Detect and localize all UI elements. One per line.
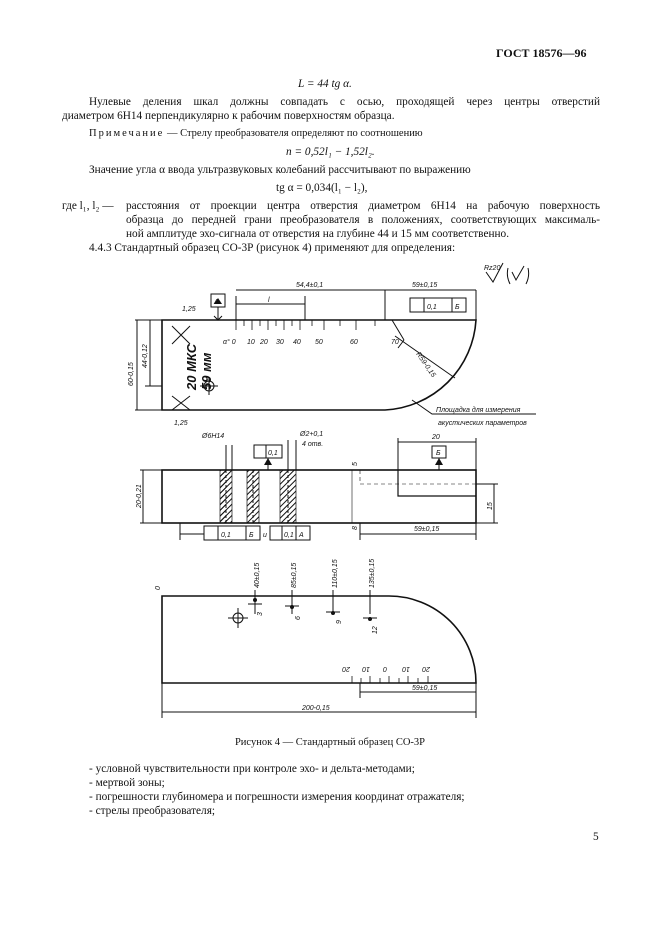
dim-right: 15	[487, 502, 494, 510]
dim-chamfer-b: 1,25	[174, 420, 188, 427]
where-line1: расстояния от проекции центра отверстия …	[126, 200, 600, 212]
where-line2: образца до передней грани преобразовател…	[126, 214, 600, 226]
formula-L: L = 44 tg α.	[298, 78, 352, 90]
scale-top-30: 30	[276, 339, 284, 346]
clause-4-4-3: 4.4.3 Стандартный образец СО-3Р (рисунок…	[89, 242, 456, 254]
tol-label-3: 0,1	[221, 532, 231, 539]
marking-text: 20 МКС	[184, 343, 199, 391]
tol-label-1: 0,1	[427, 304, 437, 311]
paragraph-zero-line1: Нулевые деления шкал должны совпадать с …	[89, 96, 600, 108]
list-item: - условной чувствительности при контроле…	[89, 763, 415, 775]
dim-pos1: 40±0,15	[254, 563, 261, 588]
datum-b-label-1: Б	[455, 304, 460, 311]
dim-top-length: 54,4±0,1	[296, 282, 323, 289]
dim-step-h2: 8	[352, 526, 359, 530]
dim-holes-count: 4 отв.	[302, 441, 323, 448]
figure-drawing: Rz20 54,4±0,1 l 59±0,15 1,25 А 0,1 Б α° …	[128, 262, 536, 718]
dim-step: 20	[431, 434, 440, 441]
page-number: 5	[593, 831, 599, 843]
scale-top-60: 60	[350, 339, 358, 346]
datum-a-label: А	[213, 299, 219, 306]
formula-n: n = 0,52l₁ − 1,52l₂.	[286, 146, 375, 158]
scale-bot-3: 0	[383, 665, 387, 672]
list-item: - погрешности глубиномера и погрешности …	[89, 791, 465, 803]
dim-hole-d2: Ø2+0,1	[299, 431, 323, 438]
dim-pos4: 135±0,15	[369, 559, 376, 588]
dim-total-len: 200-0,15	[301, 705, 330, 712]
list-item: - мертвой зоны;	[89, 777, 165, 789]
tol-label-4: 0,1	[284, 532, 294, 539]
surface-note-1: Площадка для измерения	[436, 406, 521, 414]
note-label: Примечание	[89, 128, 165, 139]
dim-base-len: 59±0,15	[414, 526, 439, 533]
tol-label-2: 0,1	[268, 450, 278, 457]
scale-top-10: 10	[247, 339, 255, 346]
dim-hole-d: Ø6Н14	[201, 433, 224, 440]
note-text: — Стрелу преобразователя определяют по с…	[164, 128, 423, 139]
scale-top-20: 20	[259, 339, 268, 346]
dim-step-h: 5	[352, 462, 359, 466]
where-lead: где l₁, l₂ —	[62, 200, 114, 212]
dim-pos3: 110±0,15	[332, 559, 339, 588]
scale-top-0: α° 0	[223, 338, 236, 346]
dim-roughness: Rz20	[484, 265, 500, 272]
datum-b-label-2: Б	[436, 450, 441, 457]
scale-bot-1: 20	[342, 665, 351, 672]
datum-a-label-2: А	[298, 532, 304, 539]
scale-top-40: 40	[293, 339, 301, 346]
paragraph-angle: Значение угла α ввода ультразвуковых кол…	[89, 164, 471, 176]
dim-depth2: 6	[295, 616, 302, 620]
scale-bot-4: 10	[402, 665, 410, 672]
dim-bottom-right: 59±0,15	[412, 685, 437, 692]
marking-text-2: 59 мм	[199, 352, 214, 390]
dim-right-top: 59±0,15	[412, 282, 437, 289]
scale-top-70: 70	[391, 339, 399, 346]
scale-bot-5: 20	[422, 665, 431, 672]
dim-radius: R59-0,15	[414, 351, 436, 379]
dim-zero: 0	[155, 586, 162, 590]
paragraph-zero-line2: диаметром 6Н14 перпендикулярно к рабочим…	[62, 110, 395, 122]
top-scale-labels: α° 0 10 20 30 40 50 60 70	[223, 338, 399, 346]
dim-l-label: l	[268, 297, 270, 304]
scale-bot-2: 10	[362, 665, 370, 672]
datum-b-label-3: Б	[249, 532, 254, 539]
figure-caption: Рисунок 4 — Стандартный образец СО-3Р	[234, 737, 426, 748]
scale-top-50: 50	[315, 339, 323, 346]
list-item: - стрелы преобразователя;	[89, 805, 216, 817]
bottom-scale-labels: 20 10 0 10 20	[342, 665, 431, 672]
dim-chamfer: 1,25	[182, 306, 196, 313]
page-header: ГОСТ 18576—96	[496, 46, 587, 60]
surface-note-2: акустических параметров	[438, 420, 527, 427]
dim-depth1: 3	[257, 612, 264, 616]
dim-depth4: 12	[372, 626, 379, 634]
formula-tg: tg α = 0,034(l₁ − l₂),	[276, 182, 368, 194]
dim-depth3: 9	[336, 620, 343, 624]
dim-height-b: 44-0,12	[142, 344, 149, 368]
note: Примечание — Стрелу преобразователя опре…	[89, 127, 423, 141]
dim-height-a: 60-0,15	[128, 362, 135, 386]
where-line3: ной амплитуде эхо-сигнала от отверстия н…	[126, 228, 510, 240]
dim-width: 20-0,21	[136, 484, 143, 509]
dim-pos2: 85±0,15	[291, 563, 298, 588]
and-word: и	[263, 532, 267, 539]
